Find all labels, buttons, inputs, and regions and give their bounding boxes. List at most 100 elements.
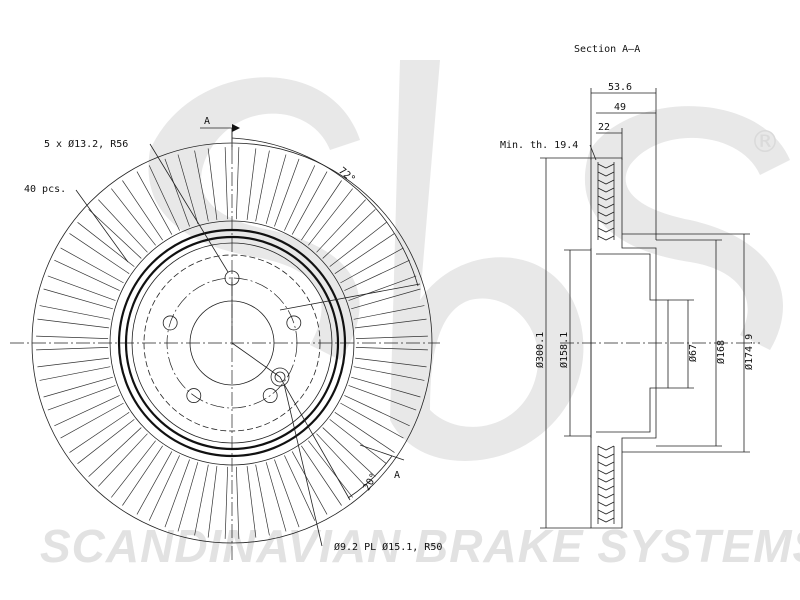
vane-line [340, 402, 404, 439]
locating-hole-outer [270, 367, 290, 387]
vane-line [274, 158, 300, 227]
front-view: A A 72° 20° 5 x Ø13.2, R56 40 pcs. Ø9.2 … [10, 116, 442, 560]
vane-line [194, 150, 209, 222]
vane-line [316, 199, 366, 253]
vane-line [98, 433, 148, 487]
vane-line [207, 148, 218, 220]
vane-line [351, 376, 421, 398]
vane-line [235, 466, 240, 539]
vane-line [60, 247, 124, 284]
dia-168-label: Ø168 [715, 340, 727, 364]
vane-line [353, 366, 425, 381]
hat-hidden-ring [143, 254, 321, 432]
vent-tooth [597, 485, 615, 491]
vane-line [164, 459, 190, 528]
vent-tooth [597, 171, 615, 177]
section-title: Section A–A [574, 44, 640, 55]
vent-tooth [597, 517, 615, 523]
angle-20-label: 20° [362, 472, 381, 493]
vane-line [36, 346, 109, 351]
section-view: Section A–A Min. th. 19.4 53.6 49 22 Ø30… [500, 44, 760, 529]
locating-hole-inner [274, 371, 286, 383]
vane-line [69, 412, 130, 453]
vent-tooth [597, 469, 615, 475]
vane-line [224, 466, 229, 539]
rotor-outer-profile [590, 157, 657, 529]
vane-line [148, 165, 180, 231]
vane-line [334, 233, 395, 274]
dia-174-label: Ø174.9 [743, 334, 755, 370]
vane-line [37, 318, 109, 329]
vane-line [291, 451, 328, 515]
vane-line [355, 357, 427, 368]
bolt-circle [166, 277, 298, 409]
vane-line [39, 366, 111, 381]
vane-line [265, 154, 287, 224]
vent-tooth [597, 477, 615, 483]
vane-group [36, 147, 428, 539]
vane-line [301, 445, 342, 506]
vane-line [36, 335, 109, 340]
vane-line [194, 464, 209, 536]
vane-line [340, 247, 404, 284]
vane-line [43, 376, 113, 398]
vane-line [301, 180, 342, 241]
vent-tooth [597, 501, 615, 507]
dia-158-label: Ø158.1 [558, 332, 570, 368]
vane-line [353, 305, 425, 320]
vane-inner-ring [109, 220, 355, 466]
vane-line [308, 440, 353, 498]
dim-53-6-label: 53.6 [608, 82, 632, 93]
vane-line [355, 318, 427, 329]
vane-line [47, 275, 116, 301]
vane-line [334, 412, 395, 453]
angle-20-extension [279, 376, 351, 501]
vane-line [291, 171, 328, 235]
registered-mark: ® [750, 125, 780, 160]
vane-line [329, 419, 387, 464]
section-arrowhead-top [232, 124, 240, 132]
vane-line [122, 180, 163, 241]
bolt-hole [186, 388, 202, 403]
vane-line [54, 259, 120, 291]
angle-20-arc [347, 455, 393, 499]
bolt-hole [286, 315, 302, 331]
angle-72-extension [279, 283, 421, 311]
vane-line [246, 148, 257, 220]
vane-line [355, 346, 428, 351]
hat-inner-ring [124, 235, 340, 451]
vent-tooth [597, 211, 615, 217]
vane-line [122, 445, 163, 506]
vane-line [255, 150, 270, 222]
vane-line [88, 209, 142, 259]
vane-line [348, 385, 417, 411]
section-mark-bottom: A [394, 470, 400, 481]
vent-pattern [597, 163, 615, 523]
vane-line [60, 402, 124, 439]
vent-tooth [597, 493, 615, 499]
vane-line [322, 209, 376, 259]
hat-outer-ring [117, 228, 347, 458]
watermark-text: SCANDINAVIAN BRAKE SYSTEMS [40, 520, 800, 572]
vane-line [88, 427, 142, 477]
vane-line [344, 395, 410, 427]
vane-line [47, 385, 116, 411]
hat-wall-ring [131, 242, 333, 444]
vent-tooth [597, 453, 615, 459]
vane-line [111, 188, 156, 246]
vane-line [329, 222, 387, 267]
vent-tooth [597, 203, 615, 209]
vane-line [69, 233, 130, 274]
vane-line [274, 459, 300, 528]
vanes-label: 40 pcs. [24, 184, 66, 195]
vane-line [77, 419, 135, 464]
bolt-holes-label: 5 x Ø13.2, R56 [44, 138, 128, 150]
vent-tooth [597, 445, 615, 451]
leader-vanes [75, 189, 129, 263]
vent-tooth [597, 509, 615, 515]
vane-line [246, 466, 257, 538]
vane-line [148, 455, 180, 521]
vent-tooth [597, 195, 615, 201]
section-line-bottom [359, 444, 405, 461]
